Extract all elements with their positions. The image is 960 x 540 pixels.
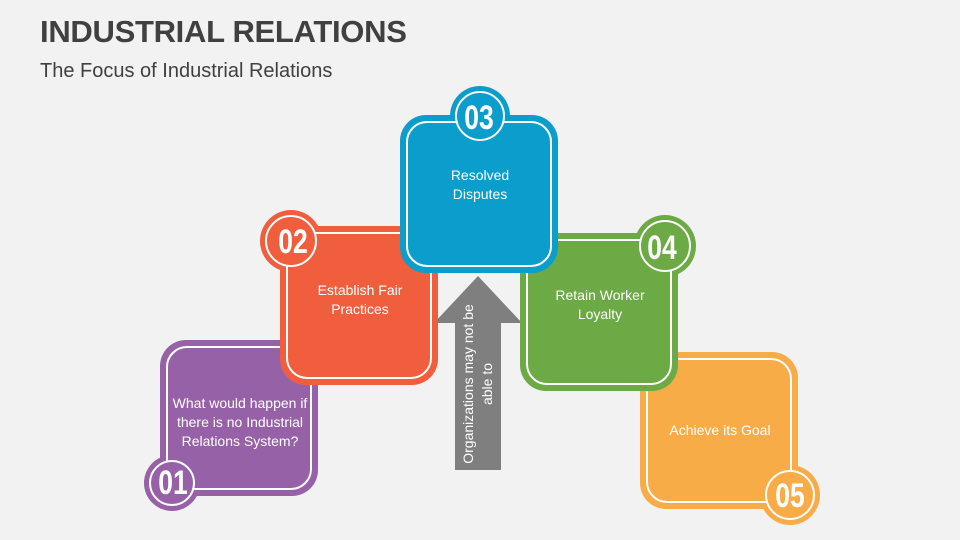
card-2-box	[280, 226, 438, 385]
card-04-text: Retain Worker Loyalty	[555, 287, 645, 322]
page-title: INDUSTRIAL RELATIONS	[40, 14, 407, 49]
card-4-badge-fill	[642, 223, 688, 269]
card-3-badge-fill	[458, 94, 502, 138]
card-4-inner-border	[526, 239, 672, 385]
card-2-inner-border	[286, 232, 432, 379]
card-4-box	[520, 233, 678, 391]
card-05-text: Achieve its Goal	[669, 421, 771, 438]
card-01-number: 01	[158, 464, 188, 502]
card-05-number: 05	[775, 477, 805, 515]
card-02-shape	[260, 210, 438, 385]
card-03-number: 03	[464, 99, 494, 137]
arrow-shape	[434, 276, 522, 470]
card-03-shape	[400, 86, 558, 273]
card-1-box	[160, 340, 318, 496]
card-2-badge-fill	[268, 218, 314, 264]
card-5-box	[640, 352, 798, 509]
card-04-number: 04	[647, 229, 677, 267]
card-1-inner-border	[166, 346, 312, 490]
arrow-text: Organizations may not be able to	[460, 304, 495, 464]
card-02-text: Establish Fair Practices	[317, 282, 403, 317]
card-01-shape	[144, 340, 318, 511]
card-02-number: 02	[278, 223, 308, 261]
card-05-shape	[640, 352, 820, 525]
card-5-inner-border	[646, 358, 792, 503]
card-5-badge-fill	[768, 473, 812, 517]
card-01-text: What would happen if there is no Industr…	[172, 394, 308, 449]
card-1-badge-fill	[152, 463, 192, 503]
card-3-box	[400, 115, 558, 273]
up-arrow	[434, 276, 522, 470]
page-subtitle: The Focus of Industrial Relations	[40, 60, 333, 82]
card-04-shape	[520, 215, 696, 391]
card-03-text: Resolved Disputes	[450, 167, 510, 202]
